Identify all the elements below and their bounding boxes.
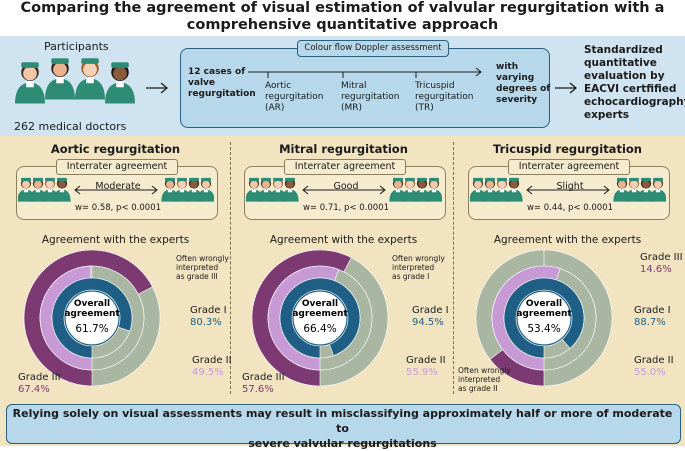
interrater-label: Interrater agreement [508, 159, 630, 175]
grade-name: Grade III [242, 372, 285, 383]
grade-value: 49.5% [192, 367, 224, 378]
interrater-label: Interrater agreement [284, 159, 406, 175]
overall-circle [64, 290, 120, 346]
ring-segment-grade-i [503, 277, 585, 359]
overall-label: agreement [516, 309, 572, 319]
section-title: Aortic regurgitation [50, 142, 181, 156]
agreement-stats: w= 0.44, p< 0.0001 [526, 203, 614, 213]
interrater-diagram [470, 177, 666, 202]
section-title: Mitral regurgitation [279, 142, 408, 156]
interrater-label: Interrater agreement [56, 159, 178, 175]
grade-value: 14.6% [640, 264, 672, 275]
grade-value: 67.4% [18, 384, 50, 395]
ring-segment-grade-i [279, 277, 361, 359]
grade-name: Grade II [192, 355, 232, 366]
participants-label: Participants [44, 40, 109, 53]
page-title: Comparing the agreement of visual estima… [20, 0, 665, 33]
overall-label: Overall [74, 299, 110, 309]
grade-name: Grade II [634, 355, 674, 366]
doppler-box [180, 48, 550, 128]
grade-value: 55.0% [634, 367, 666, 378]
participants-count: 262 medical doctors [14, 120, 127, 133]
experts-label: Agreement with the experts [493, 234, 642, 246]
ring-segment-grade-i [51, 277, 133, 359]
overall-label: agreement [292, 309, 348, 319]
grade-name: Grade III [640, 252, 683, 263]
grade-value: 94.5% [412, 317, 444, 328]
section-title: Tricuspid regurgitation [493, 142, 642, 156]
experts-label: Agreement with the experts [41, 234, 190, 246]
doppler-title: Colour flow Doppler assessment [297, 40, 449, 57]
grade-name: Grade III [18, 372, 61, 383]
agreement-level: Moderate [95, 181, 141, 192]
doctors-group-icon [15, 58, 135, 104]
conclusion-text: Relying solely on visual assessments may… [12, 407, 673, 450]
overall-label: Overall [302, 299, 338, 309]
grade-name: Grade I [412, 305, 449, 316]
overall-label: agreement [64, 309, 120, 319]
overall-value: 61.7% [75, 323, 108, 335]
agreement-stats: w= 0.71, p< 0.0001 [302, 203, 390, 213]
overall-value: 66.4% [303, 323, 336, 335]
conclusion-box [6, 404, 681, 444]
arrow-right-icon [555, 82, 578, 94]
interrater-diagram [246, 177, 442, 202]
experts-label: Agreement with the experts [269, 234, 418, 246]
regurgitation-bracket [248, 67, 482, 78]
overall-label: Overall [526, 299, 562, 309]
grade-value: 57.6% [242, 384, 274, 395]
grade-value: 88.7% [634, 317, 666, 328]
agreement-level: Good [333, 181, 359, 192]
grade-name: Grade I [190, 305, 227, 316]
overall-circle [516, 290, 572, 346]
grade-value: 55.9% [406, 367, 438, 378]
grade-name: Grade I [634, 305, 671, 316]
overall-circle [292, 290, 348, 346]
grade-name: Grade II [406, 355, 446, 366]
overall-value: 53.4% [527, 323, 560, 335]
grade-value: 80.3% [190, 317, 222, 328]
section-divider [230, 142, 231, 394]
agreement-stats: w= 0.58, p< 0.0001 [74, 203, 162, 213]
arrow-right-icon [146, 82, 169, 94]
section-divider [453, 142, 454, 394]
interrater-diagram [18, 177, 214, 202]
agreement-level: Slight [556, 181, 584, 192]
